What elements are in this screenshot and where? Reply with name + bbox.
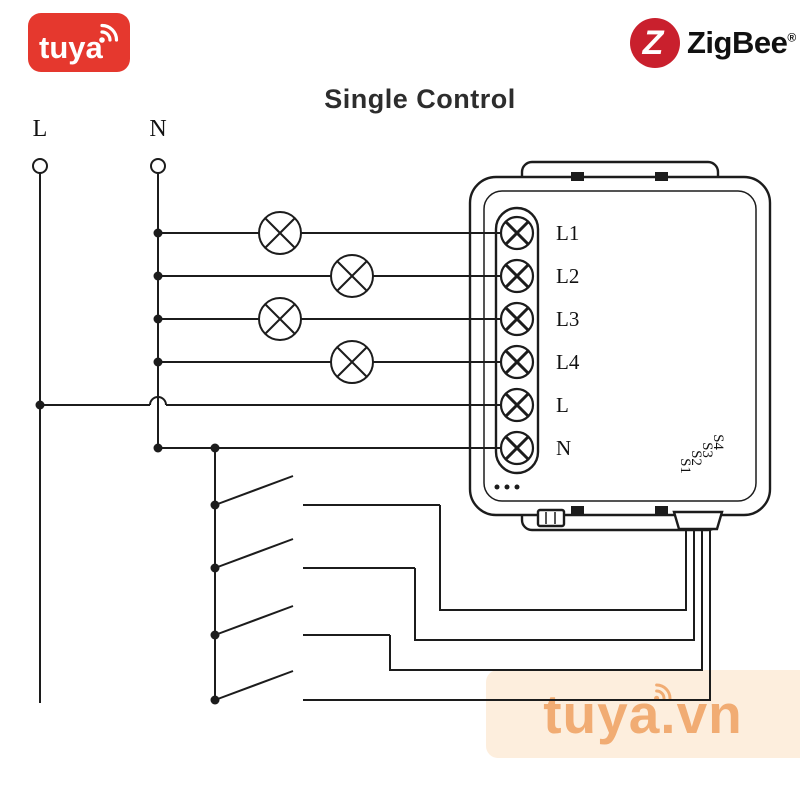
terminal-label-l3: L3 — [556, 307, 579, 331]
junction-dot — [210, 630, 220, 640]
module-bottom-connector — [536, 508, 566, 528]
module-hole-dot — [514, 484, 520, 490]
junction-dot — [153, 357, 163, 367]
watermark: tuya.vn — [486, 670, 800, 758]
module-clip-top-right — [655, 172, 668, 181]
s-terminal-label-s1: S1 — [677, 458, 693, 474]
terminal-screw-l — [499, 387, 535, 423]
terminal-label-l4: L4 — [556, 350, 580, 374]
watermark-text: tuya.vn — [543, 683, 743, 745]
terminal-screw-l4 — [499, 344, 535, 380]
terminal-label-l2: L2 — [556, 264, 579, 288]
tuya-signal-icon — [99, 23, 119, 43]
tuya-logo-text: tuya — [39, 30, 103, 65]
terminal-screw-l3 — [499, 301, 535, 337]
junction-dot — [210, 695, 220, 705]
module-inner-outline — [483, 190, 757, 502]
lamp-icon-1 — [258, 211, 302, 255]
terminal-screw-n — [499, 430, 535, 466]
wall-switch-4 — [214, 670, 294, 701]
zigbee-registered-mark: ® — [787, 30, 796, 45]
terminal-screw-l1 — [499, 215, 535, 251]
neutral-supply-terminal — [150, 158, 166, 174]
zigbee-logo-mark: Z — [630, 18, 680, 68]
wire-s3 — [389, 529, 703, 671]
page-title: Single Control — [324, 84, 516, 114]
s-terminal-label-s2: S2 — [688, 450, 704, 466]
module-body — [468, 175, 772, 517]
wall-switch-1 — [214, 475, 294, 506]
switch-lever — [214, 475, 294, 506]
neutral-rail-label: N — [149, 116, 166, 142]
zigbee-logo-text: ZigBee® — [687, 25, 796, 61]
switch-lever — [214, 670, 294, 701]
wire-s2 — [414, 529, 695, 641]
terminal-screw-l2 — [499, 258, 535, 294]
zigbee-z-letter: Z — [642, 23, 664, 62]
s-terminal-label-s4: S4 — [710, 434, 726, 450]
wall-switch-2 — [214, 538, 294, 569]
module-hole-dot — [504, 484, 510, 490]
lamp-icon-2 — [330, 254, 374, 298]
junction-dot — [35, 400, 45, 410]
tuya-logo: tuya — [28, 13, 130, 72]
junction-dot — [153, 271, 163, 281]
wall-switch-3 — [214, 605, 294, 636]
switch-lever — [214, 538, 294, 569]
wire-s4 — [303, 529, 711, 701]
junction-dots — [35, 228, 220, 705]
lamp-feed-wires — [158, 232, 503, 363]
terminal-label-l1: L1 — [556, 221, 579, 245]
junction-dot — [210, 563, 220, 573]
junction-dot — [153, 228, 163, 238]
terminal-label-l: L — [556, 393, 569, 417]
module-clip-bottom-left — [571, 506, 584, 515]
switch-signal-wires — [303, 504, 711, 701]
zigbee-wordmark: ZigBee — [687, 25, 788, 60]
live-rail-label: L — [33, 116, 48, 142]
junction-dot — [153, 443, 163, 453]
junction-dot — [210, 443, 220, 453]
terminal-label-n: N — [556, 436, 571, 460]
live-supply-terminal — [32, 158, 48, 174]
lamp-icon-3 — [258, 297, 302, 341]
wire-crossover-hop — [149, 396, 167, 406]
switch-lever — [214, 605, 294, 636]
zigbee-logo: Z ZigBee® — [630, 17, 796, 69]
module-clip-bottom-right — [655, 506, 668, 515]
lamp-icon-4 — [330, 340, 374, 384]
s-terminal-label-s3: S3 — [699, 442, 715, 458]
junction-dot — [210, 500, 220, 510]
junction-dot — [153, 314, 163, 324]
module-wire-outlet — [672, 510, 724, 531]
module-hole-dot — [494, 484, 500, 490]
wire-s1 — [439, 505, 687, 611]
module-clip-top-left — [571, 172, 584, 181]
